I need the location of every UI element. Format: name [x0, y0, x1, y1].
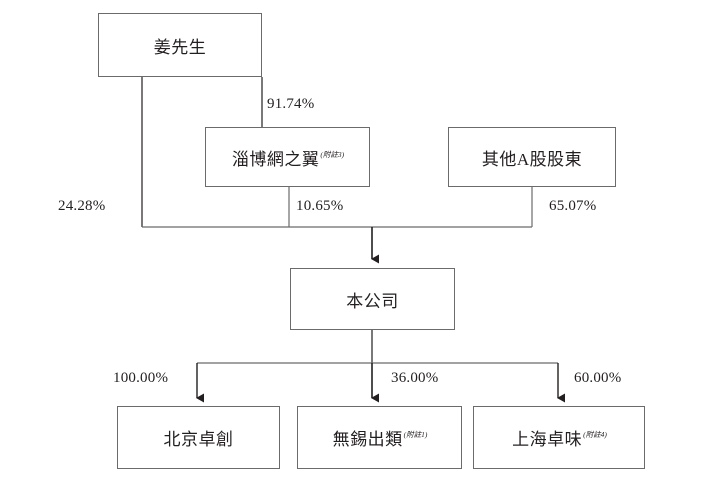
edge-label-othera-company: 65.07%: [549, 198, 597, 214]
edge-label-company-shanghai: 60.00%: [574, 370, 622, 386]
edge-label-company-beijing: 100.00%: [113, 370, 169, 386]
node-shanghai-zhuowei-note: (附註4): [583, 430, 607, 439]
edge-label-jiang-zibo: 91.74%: [267, 96, 315, 112]
node-wuxi-chulei-text: 無錫出類: [332, 430, 403, 449]
node-zibo-label: 淄博網之翼(附註3): [231, 145, 345, 170]
node-wuxi-chulei-note: (附註1): [403, 430, 428, 439]
edge-label-company-wuxi: 36.00%: [391, 370, 439, 386]
node-other-a-shareholders[interactable]: 其他A股股東: [448, 127, 616, 187]
node-wuxi-chulei[interactable]: 無錫出類(附註1): [297, 406, 462, 469]
node-shanghai-zhuowei-text: 上海卓味: [512, 430, 583, 449]
node-beijing-zhuochuang-label: 北京卓創: [163, 430, 234, 449]
node-beijing-zhuochuang[interactable]: 北京卓創: [117, 406, 280, 469]
node-other-a-shareholders-label: 其他A股股東: [481, 149, 583, 169]
node-shanghai-zhuowei-label: 上海卓味(附註4): [512, 425, 607, 450]
node-wuxi-chulei-label: 無錫出類(附註1): [332, 425, 428, 450]
node-company-label: 本公司: [346, 291, 399, 311]
node-company[interactable]: 本公司: [290, 268, 455, 330]
node-zibo-note: (附註3): [320, 149, 345, 159]
node-jiang[interactable]: 姜先生: [98, 13, 262, 77]
node-shanghai-zhuowei[interactable]: 上海卓味(附註4): [473, 406, 645, 469]
edge-label-zibo-company: 10.65%: [296, 198, 344, 214]
node-zibo-text: 淄博網之翼: [231, 149, 320, 169]
node-jiang-label: 姜先生: [153, 37, 207, 57]
node-zibo[interactable]: 淄博網之翼(附註3): [205, 127, 370, 187]
edge-label-jiang-company: 24.28%: [58, 198, 106, 214]
